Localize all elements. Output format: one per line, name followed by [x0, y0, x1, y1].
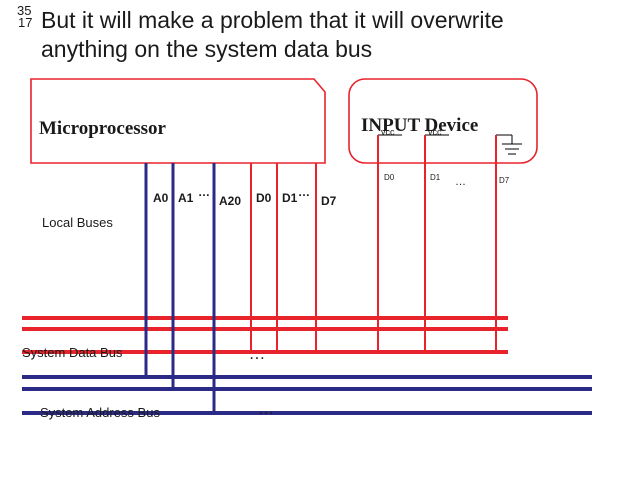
pin-a1: A1	[178, 191, 194, 205]
pin-d-dots: …	[298, 185, 310, 199]
pin-a0: A0	[153, 191, 169, 205]
local-buses-label: Local Buses	[42, 215, 113, 230]
pin-a20: A20	[219, 194, 241, 208]
pin-d7: D7	[321, 194, 337, 208]
input-pin-d7: D7	[499, 176, 510, 185]
data-bus-dots: …	[249, 346, 265, 363]
vcc1-label: vcc	[381, 127, 395, 137]
slide-number-bottom: 17	[18, 15, 32, 30]
pin-a-dots: …	[198, 185, 210, 199]
ground-icon	[496, 134, 522, 155]
input-device-block	[348, 78, 538, 164]
pin-d0: D0	[256, 191, 272, 205]
input-pin-d1: D1	[430, 173, 441, 182]
slide-number-top: 35	[17, 3, 31, 18]
pin-d1: D1	[282, 191, 298, 205]
microprocessor-block	[30, 78, 326, 164]
system-data-bus-label: System Data Bus	[22, 345, 123, 360]
address-bus-dots: …	[258, 401, 274, 418]
slide-title-line1: But it will make a problem that it will …	[41, 7, 504, 33]
system-address-bus-label: System Address Bus	[40, 405, 160, 420]
vcc2-label: vcc	[428, 127, 442, 137]
slide-title-line2: anything on the system data bus	[41, 36, 372, 62]
microprocessor-label: Microprocessor	[39, 118, 167, 139]
input-device-label: INPUT Device	[361, 115, 478, 136]
input-pin-d0: D0	[384, 173, 395, 182]
input-pin-dots: …	[455, 176, 466, 188]
